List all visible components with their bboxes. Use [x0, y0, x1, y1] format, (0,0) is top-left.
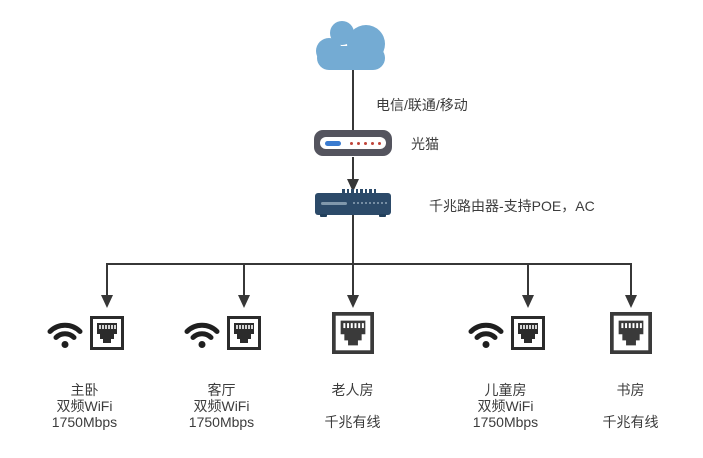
endpoint-name: 儿童房 — [484, 382, 527, 398]
lan-drop-arrow-master-bedroom — [101, 264, 113, 308]
router-icon — [315, 189, 391, 217]
endpoint-living-room: 客厅 双频WiFi 1750Mbps — [164, 310, 279, 430]
modem-led-dots — [350, 141, 381, 145]
ethernet-port-icon — [510, 316, 545, 350]
endpoint-master-bedroom: 主卧 双频WiFi 1750Mbps — [27, 310, 142, 430]
ethernet-port-icon — [331, 312, 374, 354]
wifi-icon — [184, 322, 219, 348]
ethernet-port-icon — [89, 316, 124, 350]
endpoint-name: 主卧 — [70, 382, 99, 398]
endpoint-label: 老人房 千兆有线 — [325, 382, 381, 430]
ethernet-port-icon — [609, 312, 652, 354]
modem-indicator-bar — [325, 140, 341, 146]
endpoint-label: 客厅 双频WiFi 1750Mbps — [189, 382, 254, 430]
router-port-ticks — [342, 189, 376, 193]
link-modem-router-arrow — [347, 157, 359, 192]
endpoint-icons — [609, 310, 652, 356]
ethernet-port-icon — [226, 316, 261, 350]
router-foot — [320, 214, 327, 217]
endpoint-name: 客厅 — [207, 382, 236, 398]
endpoint-icons — [467, 310, 545, 356]
endpoint-kids-room: 儿童房 双频WiFi 1750Mbps — [448, 310, 563, 430]
router-label: 千兆路由器-支持POE，AC — [429, 198, 595, 214]
wifi-icon — [468, 322, 503, 348]
endpoint-elder-room: 老人房 千兆有线 — [295, 310, 410, 430]
endpoint-speed: 1750Mbps — [472, 414, 539, 430]
router-foot — [379, 214, 386, 217]
endpoint-label: 书房 千兆有线 — [603, 382, 659, 430]
modem-label: 光猫 — [411, 136, 439, 152]
endpoint-connection-type: 双频WiFi — [56, 398, 113, 414]
endpoint-icons — [46, 310, 124, 356]
router-status-bar — [321, 202, 347, 205]
endpoint-connection-type: 双频WiFi — [193, 398, 250, 414]
lan-drop-arrow-kids-room — [522, 264, 534, 308]
endpoint-icons — [183, 310, 261, 356]
endpoint-speed: 1750Mbps — [188, 414, 255, 430]
modem-icon — [314, 130, 392, 156]
endpoint-study: 书房 千兆有线 — [573, 310, 688, 430]
wifi-icon — [47, 322, 82, 348]
endpoint-connection-type: 双频WiFi — [477, 398, 534, 414]
endpoint-label: 主卧 双频WiFi 1750Mbps — [52, 382, 117, 430]
modem-front-panel — [320, 137, 386, 149]
endpoint-speed: 千兆有线 — [324, 414, 381, 430]
endpoint-label: 儿童房 双频WiFi 1750Mbps — [473, 382, 538, 430]
endpoint-name: 老人房 — [331, 382, 374, 398]
cloud-icon — [316, 21, 385, 70]
lan-drop-arrow-study — [625, 264, 637, 308]
endpoint-name: 书房 — [616, 382, 645, 398]
lan-drop-arrow-elder-room — [347, 264, 359, 308]
endpoint-connection-type — [603, 398, 659, 414]
endpoint-speed: 1750Mbps — [51, 414, 118, 430]
lan-drop-arrow-living-room — [238, 264, 250, 308]
router-led-dots — [353, 202, 387, 204]
endpoint-speed: 千兆有线 — [602, 414, 659, 430]
internet-provider-label: 电信/联通/移动 — [376, 97, 468, 113]
endpoint-icons — [331, 310, 374, 356]
endpoint-connection-type — [325, 398, 381, 414]
